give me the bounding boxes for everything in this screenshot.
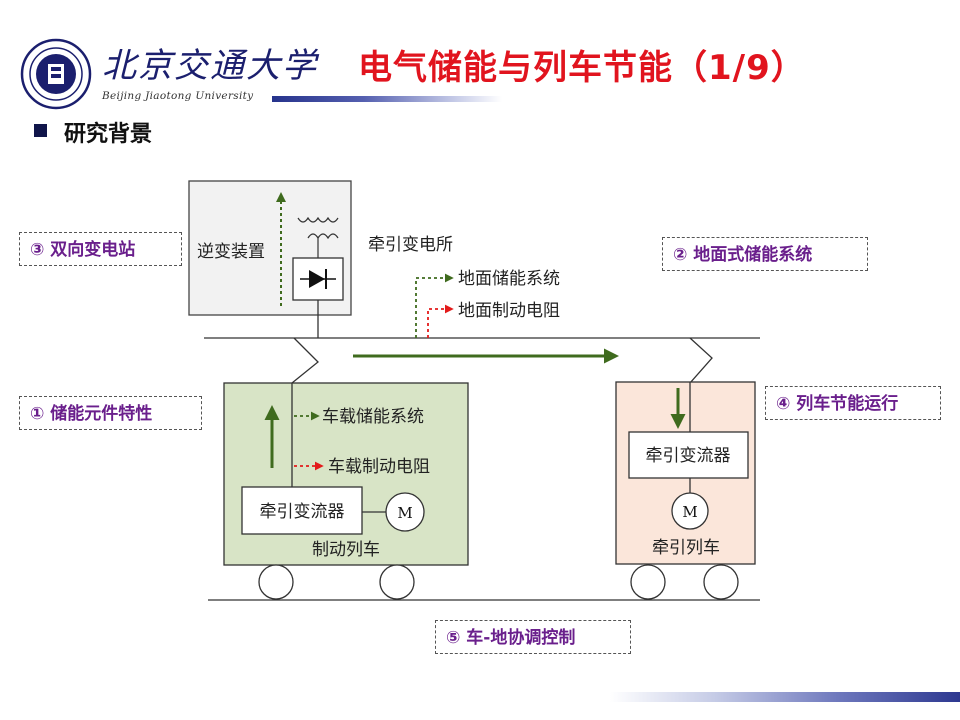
section-bullet-square: [34, 124, 47, 137]
callout-ground-storage: ② 地面式储能系统: [662, 237, 868, 271]
traction-train-pantograph: [689, 337, 713, 384]
diode-icon: [300, 269, 336, 289]
transformer-icon: [297, 216, 339, 258]
substation-label: 牵引变电所: [368, 235, 453, 255]
braking-converter-box: [241, 486, 363, 535]
onboard-storage-label: 车载储能系统: [322, 407, 424, 427]
traction-motor-icon: [671, 492, 709, 530]
callout-train-ground-coordination: ⑤ 车-地协调控制: [435, 620, 631, 654]
braking-train-pantograph: [291, 337, 319, 384]
braking-converter-label: 牵引变流器: [260, 502, 345, 522]
traction-converter-box: [628, 431, 749, 479]
ground-storage-arrow: [415, 273, 454, 338]
callout-train-energy-saving: ④ 列车节能运行: [765, 386, 941, 420]
braking-train-label: 制动列车: [312, 540, 380, 560]
ground-resistor-label: 地面制动电阻: [458, 301, 560, 321]
university-name-english: Beijing Jiaotong University: [102, 90, 254, 102]
wheel: [379, 564, 415, 600]
traction-train-label: 牵引列车: [652, 538, 720, 558]
page-title: 电气储能与列车节能（1/9）: [358, 48, 806, 88]
footer-gradient-bar: [610, 692, 960, 702]
braking-motor-icon: [385, 492, 425, 532]
ground-storage-label: 地面储能系统: [458, 269, 560, 289]
onboard-resistor-label: 车载制动电阻: [328, 457, 430, 477]
ground-resistor-arrow: [427, 304, 454, 338]
university-name-calligraphy: 北京交通大学: [102, 46, 318, 86]
university-seal-logo: [20, 38, 92, 110]
braking-motor-label: M: [397, 504, 412, 522]
section-title: 研究背景: [64, 122, 153, 147]
callout-storage-element: ① 储能元件特性: [19, 396, 202, 430]
traction-converter-label: 牵引变流器: [646, 446, 731, 466]
inverter-label: 逆变装置: [197, 242, 265, 262]
traction-motor-label: M: [682, 503, 697, 521]
wheel: [703, 564, 739, 600]
callout-bidirectional-substation: ③ 双向变电站: [19, 232, 182, 266]
header-gradient-bar: [272, 96, 502, 102]
wheel: [630, 564, 666, 600]
wheel: [258, 564, 294, 600]
